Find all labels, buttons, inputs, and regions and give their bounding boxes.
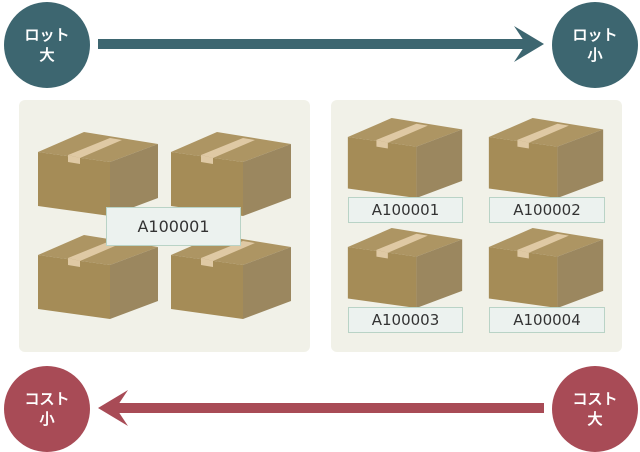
top-arrow-right xyxy=(98,26,544,62)
box-icon xyxy=(347,228,463,308)
lot-large-line2: 大 xyxy=(39,46,55,64)
lot-label: A100004 xyxy=(489,307,605,333)
lot-small-line1: ロット xyxy=(572,26,618,44)
lot-label: A100001 xyxy=(106,207,241,246)
box-icon xyxy=(488,228,604,308)
box-icon xyxy=(347,118,463,198)
bottom-arrow-left xyxy=(98,390,544,426)
lot-label: A100002 xyxy=(489,197,605,223)
bottom-arrow-shaft xyxy=(114,403,544,413)
box-icon xyxy=(38,132,158,216)
cost-small-line2: 小 xyxy=(39,410,55,428)
box-icon xyxy=(38,235,158,319)
lot-small-circle: ロット 小 xyxy=(552,2,638,88)
lot-small-line2: 小 xyxy=(587,46,603,64)
cost-large-line1: コスト xyxy=(572,390,618,408)
cost-large-line2: 大 xyxy=(587,410,603,428)
box-icon xyxy=(488,118,604,198)
box-icon xyxy=(171,132,291,216)
box-icon xyxy=(171,235,291,319)
lot-large-line1: ロット xyxy=(24,26,70,44)
multi-lot-panel: A100001 A100002 A100003 A100004 xyxy=(331,100,622,352)
lot-label: A100001 xyxy=(348,197,463,223)
lot-large-circle: ロット 大 xyxy=(4,2,90,88)
lot-label: A100003 xyxy=(348,307,463,333)
top-arrow-head xyxy=(514,26,544,62)
cost-large-circle: コスト 大 xyxy=(552,366,638,452)
bottom-arrow-head xyxy=(98,390,128,426)
top-arrow-shaft xyxy=(98,39,528,49)
cost-small-circle: コスト 小 xyxy=(4,366,90,452)
single-lot-panel: A100001 xyxy=(19,100,310,352)
cost-small-line1: コスト xyxy=(24,390,70,408)
